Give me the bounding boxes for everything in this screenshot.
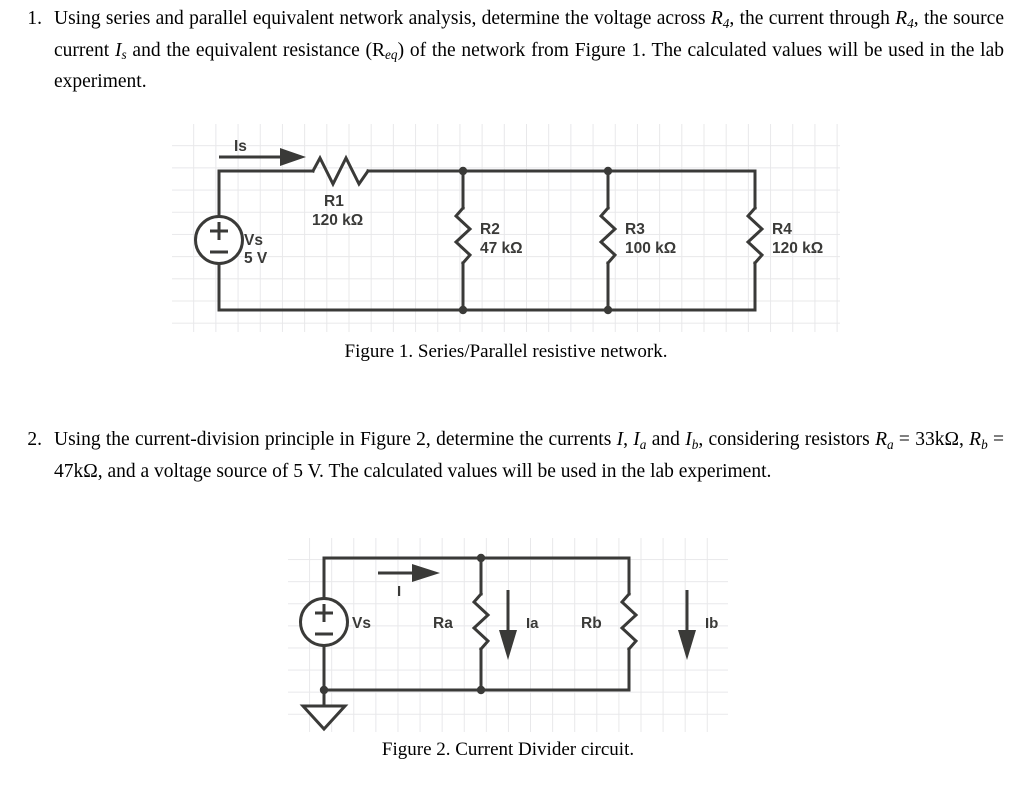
junction-dot-Ra-top: [476, 553, 486, 563]
text-run-14: = 47kΩ, and a voltage source of 5 V. The…: [54, 429, 1005, 482]
label-R4-ref: R4: [772, 221, 792, 238]
label-R1-value: 120 kΩ: [312, 212, 363, 229]
resistor-R2-zigzag: [453, 205, 473, 266]
problem-1-number: 1.: [27, 8, 42, 29]
current-arrow-Ia: [499, 590, 517, 660]
problem-2-text: Using the current-division principle in …: [54, 425, 1004, 487]
label-R3-ref: R3: [625, 221, 645, 238]
text-run-3: I: [633, 429, 640, 450]
text-run-4: a: [639, 436, 647, 452]
label-R2-value: 47 kΩ: [480, 240, 523, 257]
text-run-1: I: [616, 429, 624, 450]
label-Ra-ref: Ra: [433, 615, 453, 632]
text-run-1: R: [710, 8, 723, 29]
text-run-8: s: [121, 47, 127, 63]
text-run-4: R: [895, 8, 908, 29]
label-Ib: Ib: [705, 615, 718, 632]
junction-dots: [458, 166, 613, 315]
label-Ia: Ia: [526, 615, 539, 632]
text-run-12: R: [969, 429, 982, 450]
text-run-7: I: [114, 39, 122, 61]
current-arrow-Ib: [678, 590, 696, 660]
label-Rb-ref: Rb: [581, 615, 602, 632]
label-R3-value: 100 kΩ: [625, 240, 676, 257]
text-run-11: = 33kΩ,: [893, 429, 970, 450]
junction-dot-R2-bottom: [458, 305, 468, 315]
label-R4-value: 120 kΩ: [772, 240, 823, 257]
label-I: I: [397, 583, 401, 600]
source-polarity-marks: [315, 604, 333, 636]
resistor-R1-zigzag: [310, 154, 371, 188]
text-run-8: , considering resistors: [698, 429, 876, 450]
label-Vs-name: Vs: [352, 615, 371, 632]
text-run-6: , the source current: [54, 8, 1004, 61]
figure-1-schematic: Is Vs 5 V R1 120 kΩ R2 47 kΩ R3 100 kΩ R…: [194, 138, 823, 315]
text-run-9: R: [875, 429, 887, 450]
problem-1-text: Using series and parallel equivalent net…: [54, 4, 1004, 98]
text-run-2: ,: [623, 429, 634, 450]
text-run-0: Using series and parallel equivalent net…: [54, 8, 711, 29]
label-R1-ref: R1: [324, 193, 344, 210]
ground-icon: [299, 704, 349, 732]
resistor-R4-zigzag: [745, 205, 765, 266]
text-run-11: ) of the network from Figure 1. The calc…: [54, 39, 1004, 93]
problem-2: 2. Using the current-division principle …: [4, 425, 1004, 487]
label-Vs-value: 5 V: [244, 250, 268, 267]
junction-dot-R2-top: [458, 166, 468, 176]
junction-dot-Ra-bottom: [476, 685, 486, 695]
resistor-R3-zigzag: [598, 205, 618, 266]
text-run-0: Using the current-division principle in …: [54, 429, 617, 450]
text-run-10: a: [887, 436, 894, 452]
source-polarity-marks: [210, 222, 228, 254]
junction-dot-R3-bottom: [603, 305, 613, 315]
junction-dot-R3-top: [603, 166, 613, 176]
figure-1-circuit: Is Vs 5 V R1 120 kΩ R2 47 kΩ R3 100 kΩ R…: [172, 124, 840, 332]
figure-2-circuit: I Ia Ib Vs Ra Rb: [288, 538, 728, 732]
junction-dot-ground: [319, 685, 329, 695]
figure-1-caption: Figure 1. Series/Parallel resistive netw…: [344, 341, 668, 362]
figure-2-grid-background: [288, 538, 728, 732]
problem-1: 1. Using series and parallel equivalent …: [4, 4, 1004, 98]
figure-2-caption: Figure 2. Current Divider circuit.: [381, 739, 635, 760]
text-run-3: , the current through: [729, 8, 896, 29]
label-Is: Is: [234, 138, 247, 155]
label-R2-ref: R2: [480, 221, 500, 238]
resistor-Rb-zigzag: [619, 591, 639, 652]
text-run-6: I: [685, 429, 692, 450]
label-Vs-name: Vs: [244, 232, 263, 249]
text-run-5: 4: [907, 15, 914, 31]
junction-dots: [319, 553, 486, 695]
current-arrow-I: [378, 564, 440, 582]
problem-2-number: 2.: [27, 429, 42, 450]
text-run-5: and: [646, 429, 686, 450]
resistor-Ra-zigzag: [471, 591, 491, 652]
text-run-7: b: [691, 436, 699, 452]
text-run-13: b: [981, 436, 988, 452]
text-run-10: eq: [385, 47, 398, 63]
text-run-9: and the equivalent resistance (R: [126, 39, 386, 61]
text-run-2: 4: [722, 15, 730, 31]
figure-2-schematic: I Ia Ib Vs Ra Rb: [299, 553, 718, 732]
current-arrow-Is: [219, 148, 306, 166]
